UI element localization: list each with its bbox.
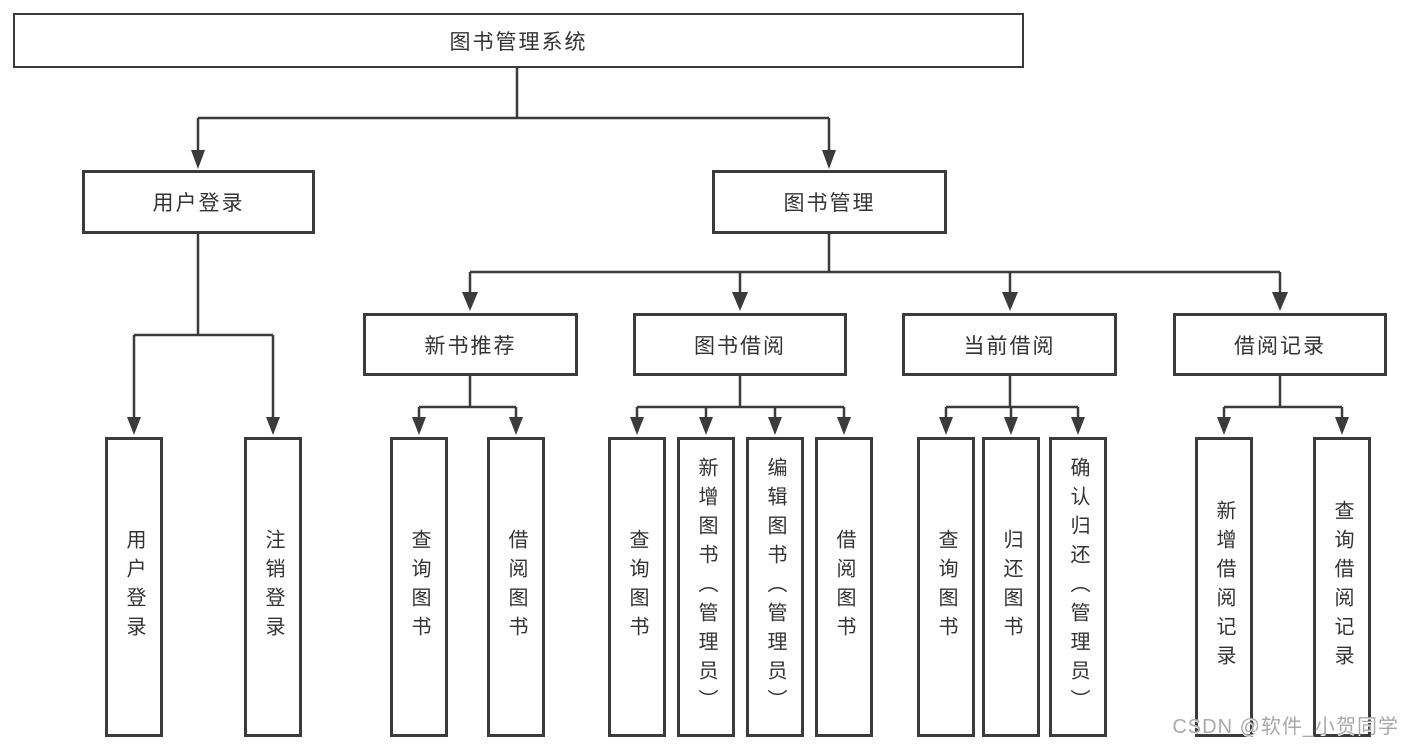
leaf-label: 新增借阅记录 (1213, 500, 1235, 674)
arrowhead-icon (191, 150, 205, 169)
arrowhead-icon (837, 417, 851, 435)
node-borrowing-records: 借阅记录 (1173, 313, 1387, 376)
leaf-label: 查询图书 (408, 529, 430, 645)
leaf-label: 查询图书 (626, 529, 648, 645)
arrowhead-icon (768, 417, 782, 435)
leaf-label: 查询借阅记录 (1331, 500, 1353, 674)
leaf-label: 用户登录 (123, 529, 145, 645)
arrowhead-icon (266, 417, 280, 435)
leaf-label: 确认归还（管理员） (1067, 456, 1089, 718)
node-user-login: 用户登录 (82, 170, 315, 234)
arrowhead-icon (822, 150, 836, 169)
csdn-watermark: CSDN @软件_小贺同学 (1172, 716, 1399, 738)
node-current-borrowing-label: 当前借阅 (963, 334, 1056, 358)
leaf-label: 归还图书 (1000, 529, 1022, 645)
leaf-label: 借阅图书 (505, 529, 527, 645)
node-user-login-label: 用户登录 (152, 192, 245, 215)
leaf-logout: 注销登录 (244, 437, 302, 737)
arrowheads (127, 150, 1349, 435)
node-book-management-label: 图书管理 (783, 192, 876, 215)
leaf-label: 查询图书 (935, 529, 957, 645)
leaf-label: 注销登录 (262, 529, 284, 645)
node-borrowing-records-label: 借阅记录 (1234, 334, 1326, 358)
node-book-borrowing: 图书借阅 (633, 313, 847, 376)
node-new-book-recommend: 新书推荐 (363, 313, 578, 376)
leaf-user-login: 用户登录 (105, 437, 163, 737)
arrowhead-icon (630, 417, 644, 435)
node-new-book-recommend-label: 新书推荐 (424, 334, 517, 358)
arrowhead-icon (1272, 292, 1288, 311)
leaf-edit-books-admin: 编辑图书（管理员） (746, 437, 804, 737)
leaf-add-borrow-record: 新增借阅记录 (1195, 437, 1253, 737)
arrowhead-icon (1071, 417, 1085, 435)
node-current-borrowing: 当前借阅 (902, 313, 1117, 376)
node-book-borrowing-label: 图书借阅 (694, 334, 786, 358)
arrowhead-icon (699, 417, 713, 435)
arrowhead-icon (1335, 417, 1349, 435)
leaf-label: 新增图书（管理员） (695, 456, 717, 718)
leaf-add-books-admin: 新增图书（管理员） (677, 437, 735, 737)
arrowhead-icon (732, 292, 748, 311)
node-root: 图书管理系统 (13, 13, 1024, 68)
arrowhead-icon (127, 417, 141, 435)
leaf-confirm-return-admin: 确认归还（管理员） (1049, 437, 1107, 737)
leaf-label: 编辑图书（管理员） (764, 456, 786, 718)
leaf-label: 借阅图书 (833, 529, 855, 645)
arrowhead-icon (462, 292, 478, 311)
leaf-return-books: 归还图书 (982, 437, 1040, 737)
leaf-query-borrow-record: 查询借阅记录 (1313, 437, 1371, 737)
node-book-management: 图书管理 (712, 170, 947, 234)
leaf-borrow-books: 借阅图书 (815, 437, 873, 737)
node-root-label: 图书管理系统 (449, 30, 588, 54)
arrowhead-icon (1217, 417, 1231, 435)
arrowhead-icon (412, 417, 426, 435)
leaf-query-books-current: 查询图书 (917, 437, 975, 737)
arrowhead-icon (1002, 292, 1018, 311)
leaf-query-books-newbooks: 查询图书 (390, 437, 448, 737)
leaf-borrow-books-newbooks: 借阅图书 (487, 437, 545, 737)
arrowhead-icon (509, 417, 523, 435)
leaf-query-books-borrow: 查询图书 (608, 437, 666, 737)
arrowhead-icon (939, 417, 953, 435)
arrowhead-icon (1004, 417, 1018, 435)
